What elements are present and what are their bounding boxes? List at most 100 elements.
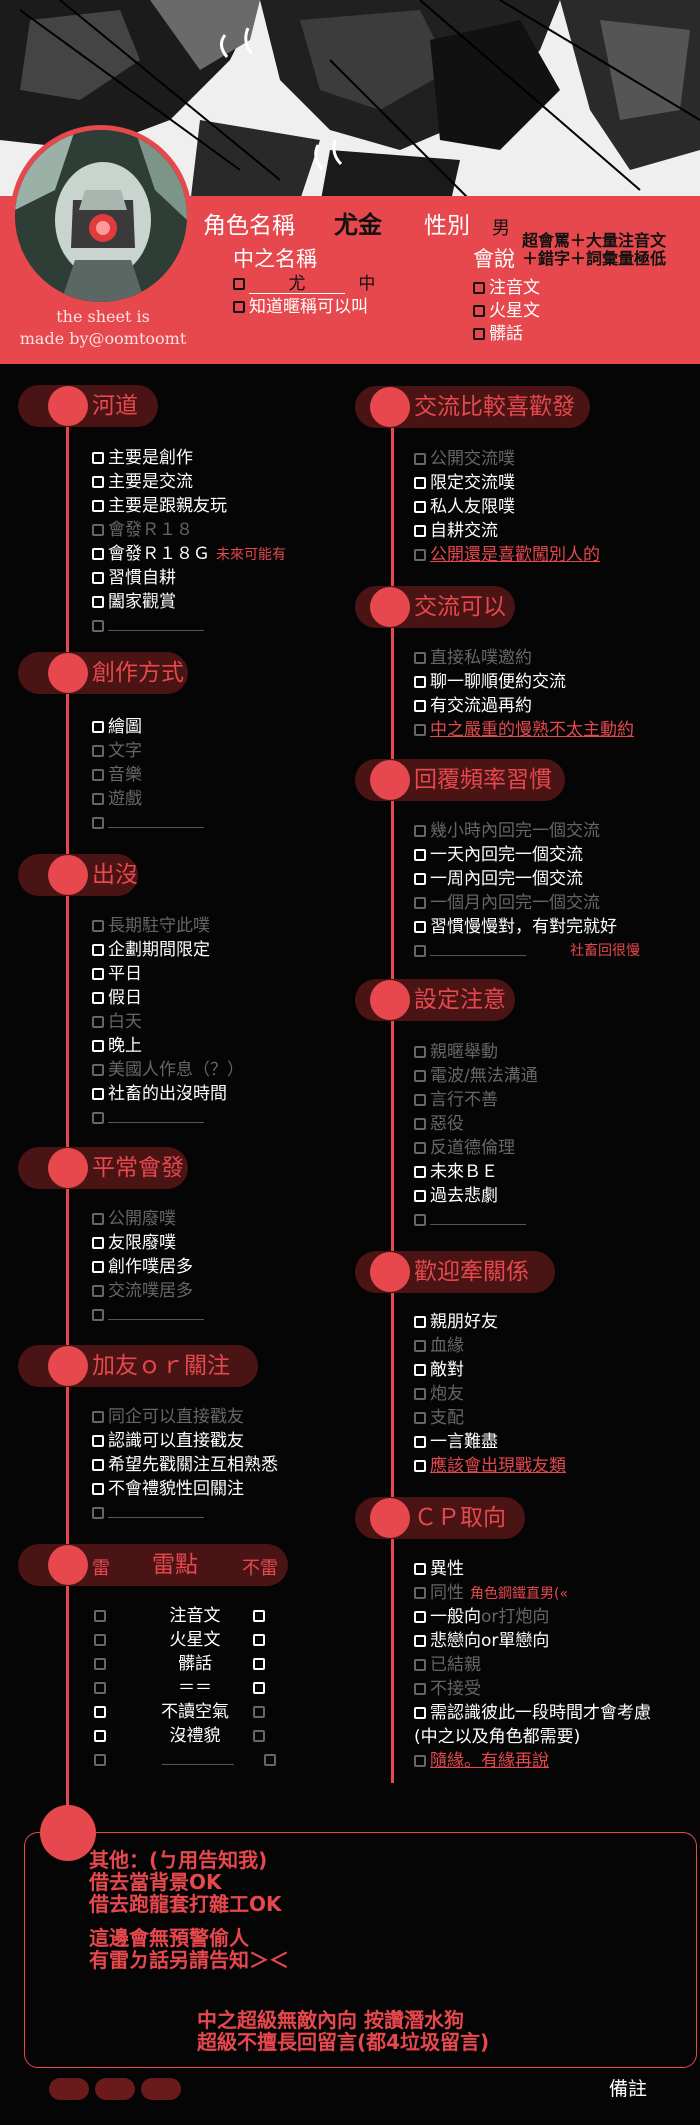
option-checkbox[interactable] [414, 825, 426, 837]
option-checkbox[interactable] [92, 793, 104, 805]
option-appear-7[interactable]: 社畜的出沒時間 [92, 1082, 227, 1106]
option-appear-1[interactable]: 企劃期間限定 [92, 938, 210, 962]
option-checkbox[interactable] [414, 1683, 426, 1695]
option-setting-2[interactable]: 言行不善 [414, 1088, 498, 1112]
landmine-checkbox[interactable] [94, 1610, 106, 1622]
option-checkbox[interactable] [92, 1261, 104, 1273]
option-checkbox[interactable] [414, 1142, 426, 1154]
option-checkbox[interactable] [414, 1340, 426, 1352]
option-checkbox[interactable] [414, 897, 426, 909]
landmine-checkbox[interactable] [94, 1706, 106, 1718]
option-follow-0[interactable]: 同企可以直接戳友 [92, 1405, 244, 1429]
option-checkbox[interactable] [414, 1190, 426, 1202]
option-checkbox[interactable] [414, 1046, 426, 1058]
option-checkbox[interactable] [92, 476, 104, 488]
option-checkbox[interactable] [414, 1707, 426, 1719]
option-checkbox[interactable] [92, 1040, 104, 1052]
option-follow-2[interactable]: 希望先戳關注互相熟悉 [92, 1453, 278, 1477]
option-appear-3[interactable]: 假日 [92, 986, 142, 1010]
option-checkbox[interactable] [414, 921, 426, 933]
option-checkbox[interactable] [92, 944, 104, 956]
option-checkbox[interactable] [414, 1070, 426, 1082]
option-relation-5[interactable]: 一言難盡 [414, 1430, 498, 1454]
landmine-checkbox[interactable] [253, 1658, 265, 1670]
option-checkbox[interactable] [92, 920, 104, 932]
speech-option-swear[interactable]: 髒話 [473, 323, 540, 346]
option-cp-6[interactable]: 需認識彼此一段時間才會考慮 [414, 1701, 651, 1725]
option-create-1[interactable]: 文字 [92, 739, 142, 763]
option-checkbox[interactable] [414, 1214, 426, 1226]
option-hedao-blank[interactable] [92, 614, 204, 638]
option-checkbox[interactable] [414, 1094, 426, 1106]
option-create-blank[interactable] [92, 811, 204, 835]
option-checkbox[interactable] [414, 1659, 426, 1671]
landmine-left-check-2[interactable] [94, 1652, 110, 1676]
option-cp-7[interactable]: (中之以及角色都需要) [414, 1725, 580, 1749]
option-checkbox[interactable] [414, 700, 426, 712]
option-reply-1[interactable]: 一天內回完一個交流 [414, 843, 583, 867]
option-setting-4[interactable]: 反道德倫理 [414, 1136, 515, 1160]
landmine-checkbox[interactable] [264, 1754, 276, 1766]
option-post-blank[interactable] [92, 1303, 204, 1327]
option-interact_pref-1[interactable]: 限定交流噗 [414, 471, 515, 495]
option-interact_ok-2[interactable]: 有交流過再約 [414, 694, 532, 718]
option-reply-4[interactable]: 習慣慢慢對，有對完就好 [414, 915, 617, 939]
player-checkbox[interactable] [233, 278, 245, 290]
option-relation-0[interactable]: 親朋好友 [414, 1310, 498, 1334]
option-relation-2[interactable]: 敵對 [414, 1358, 464, 1382]
option-checkbox[interactable] [92, 1435, 104, 1447]
option-hedao-5[interactable]: 習慣自耕 [92, 566, 176, 590]
option-checkbox[interactable] [414, 1436, 426, 1448]
option-setting-1[interactable]: 電波/無法溝通 [414, 1064, 538, 1088]
landmine-right-check-5[interactable] [253, 1724, 269, 1748]
option-checkbox[interactable] [414, 1587, 426, 1599]
option-checkbox[interactable] [414, 676, 426, 688]
option-post-3[interactable]: 交流噗居多 [92, 1279, 193, 1303]
option-checkbox[interactable] [414, 945, 426, 957]
option-checkbox[interactable] [414, 1412, 426, 1424]
option-relation-3[interactable]: 炮友 [414, 1382, 464, 1406]
option-checkbox[interactable] [414, 1460, 426, 1472]
option-checkbox[interactable] [92, 1285, 104, 1297]
option-hedao-2[interactable]: 主要是跟親友玩 [92, 494, 227, 518]
option-interact_ok-0[interactable]: 直接私噗邀約 [414, 646, 532, 670]
landmine-left-check-1[interactable] [94, 1628, 110, 1652]
nickname-option[interactable]: 知道暱稱可以叫 [233, 299, 368, 316]
option-checkbox[interactable] [92, 548, 104, 560]
option-checkbox[interactable] [414, 873, 426, 885]
option-hedao-6[interactable]: 闔家觀賞 [92, 590, 176, 614]
option-checkbox[interactable] [414, 477, 426, 489]
option-relation-4[interactable]: 支配 [414, 1406, 464, 1430]
landmine-left-check-3[interactable] [94, 1676, 110, 1700]
option-checkbox[interactable] [92, 620, 104, 632]
option-checkbox[interactable] [92, 1064, 104, 1076]
option-checkbox[interactable] [414, 1166, 426, 1178]
option-post-2[interactable]: 創作噗居多 [92, 1255, 193, 1279]
option-checkbox[interactable] [92, 596, 104, 608]
option-post-0[interactable]: 公開廢噗 [92, 1207, 176, 1231]
option-checkbox[interactable] [92, 1411, 104, 1423]
option-cp-2[interactable]: 一般向or打炮向 [414, 1605, 549, 1629]
landmine-blank[interactable] [94, 1748, 280, 1772]
option-checkbox[interactable] [92, 500, 104, 512]
option-reply-0[interactable]: 幾小時內回完一個交流 [414, 819, 600, 843]
option-appear-blank[interactable] [92, 1106, 204, 1130]
option-reply-blank[interactable] [414, 939, 526, 963]
option-setting-0[interactable]: 親暱舉動 [414, 1040, 498, 1064]
option-checkbox[interactable] [92, 1459, 104, 1471]
option-appear-0[interactable]: 長期駐守此噗 [92, 914, 210, 938]
speech-option-zhuyin[interactable]: 注音文 [473, 277, 540, 300]
option-checkbox[interactable] [414, 724, 426, 736]
option-checkbox[interactable] [92, 1112, 104, 1124]
option-checkbox[interactable] [414, 525, 426, 537]
option-checkbox[interactable] [414, 849, 426, 861]
option-appear-6[interactable]: 美國人作息（？） [92, 1058, 244, 1082]
option-checkbox[interactable] [92, 452, 104, 464]
option-checkbox[interactable] [92, 1016, 104, 1028]
option-checkbox[interactable] [414, 1563, 426, 1575]
landmine-checkbox[interactable] [94, 1754, 106, 1766]
option-checkbox[interactable] [414, 1388, 426, 1400]
option-appear-2[interactable]: 平日 [92, 962, 142, 986]
option-checkbox[interactable] [414, 1118, 426, 1130]
option-checkbox[interactable] [92, 769, 104, 781]
